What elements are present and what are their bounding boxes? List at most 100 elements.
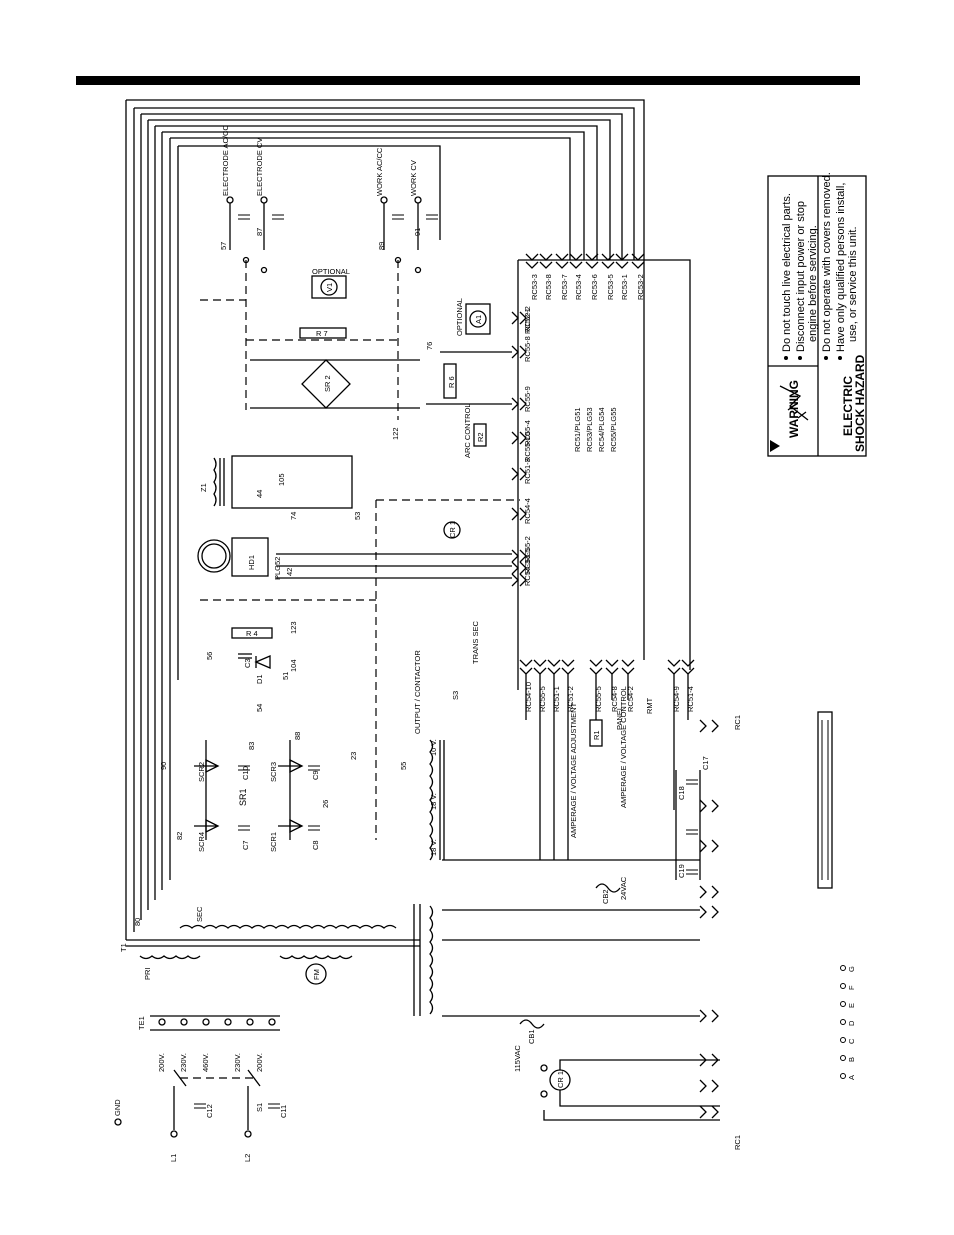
wire-number: 53 xyxy=(353,512,362,520)
bullet-dot-icon xyxy=(798,356,802,360)
output-terminals xyxy=(226,196,438,250)
wire-number: 83 xyxy=(247,742,256,750)
connector-label: RC54-8 xyxy=(610,686,619,712)
arc-control-label: ARC CONTROL xyxy=(463,403,472,458)
input-line xyxy=(114,1069,280,1138)
wire-number: 55 xyxy=(399,762,408,770)
connector-label: RC52-1 xyxy=(523,308,532,334)
connector-labels-mid: RC52-1RC52-2RC55-8RC55-9RC55-4RC55-10RC5… xyxy=(523,306,532,586)
v1-label: V1 xyxy=(325,283,334,292)
bullet-dot-icon xyxy=(838,356,842,360)
t1-label: T1 xyxy=(119,943,128,952)
plg52-label: PLG52 xyxy=(273,557,282,580)
r6-resistor xyxy=(443,363,457,399)
panel-label: PANEL xyxy=(615,706,624,730)
tap-label: 460V. xyxy=(201,1053,210,1072)
bullet-dot-icon xyxy=(824,356,828,360)
wire-number: 87 xyxy=(255,228,264,236)
plug-label: RC54/PLG54 xyxy=(597,407,606,452)
remote-terminal-circles xyxy=(840,965,846,1079)
control-transformer xyxy=(413,739,445,1016)
sr1-scr-bridge xyxy=(194,740,320,840)
cr1-relay xyxy=(540,1059,720,1121)
connector-label: RC55-8 xyxy=(523,336,532,362)
warning-triangle-icon xyxy=(770,440,780,452)
d1-label: D1 xyxy=(255,674,264,684)
connector-label: RC55-5 xyxy=(538,686,547,712)
r1-label: R1 xyxy=(592,730,601,740)
connector-label: RC53-8 xyxy=(544,274,553,300)
terminal-letter: D xyxy=(847,1020,856,1026)
wire-number: 76 xyxy=(425,342,434,350)
c3-label: C3 xyxy=(243,658,252,668)
connector-label: RC53-3 xyxy=(530,274,539,300)
c10-label: C10 xyxy=(241,766,250,780)
connector-label: RC53-7 xyxy=(560,274,569,300)
wire-number: 42 xyxy=(285,568,294,576)
te1-label: TE1 xyxy=(137,1016,146,1030)
plug-label: RC55/PLG55 xyxy=(609,407,618,452)
mid-connectors xyxy=(276,311,527,587)
cr1-label: CR 1 xyxy=(556,1071,565,1088)
bullet-dot-icon xyxy=(784,356,788,360)
wire-number: 54 xyxy=(255,704,264,712)
hazard-line2: SHOCK HAZARD xyxy=(853,354,867,452)
te1-terminal-block xyxy=(150,1015,280,1031)
s1-label: S1 xyxy=(255,1103,264,1112)
wire-number-labels: 4274105104123761224453565157878991908280… xyxy=(133,228,434,926)
scr3-label: SCR3 xyxy=(269,762,278,782)
v18b-label: 18 V. xyxy=(429,839,438,856)
r6-label: R 6 xyxy=(447,376,456,388)
electrode-accc-label: ELECTRODE AC/CC xyxy=(221,125,230,196)
warning-bullet-text: Have only qualified persons install, xyxy=(835,183,847,352)
shock-hazard-icon xyxy=(779,385,809,421)
warning-bullet-text: Do not operate with covers removed. xyxy=(821,172,833,352)
a1-label: A1 xyxy=(474,315,483,324)
connector-label: RC55-10 xyxy=(523,432,532,462)
d1-diode xyxy=(254,655,271,669)
warning-title: WARNING xyxy=(787,380,801,438)
c12-label: C12 xyxy=(205,1104,214,1118)
wire-number: 91 xyxy=(413,228,422,236)
bottom-connectors xyxy=(442,719,719,1119)
c19-label: C19 xyxy=(677,864,686,878)
connector-label: RC51-5 xyxy=(523,548,532,574)
warning-bullet-text: Do not touch live electrical parts. xyxy=(781,193,793,352)
low-connectors xyxy=(519,659,695,860)
wire-number: 57 xyxy=(219,242,228,250)
tap-label: 230V. xyxy=(179,1053,188,1072)
wire-number: 104 xyxy=(289,659,298,672)
v115-label: 115VAC xyxy=(513,1045,522,1072)
tap-label: 200V. xyxy=(255,1053,264,1072)
connector-label: RC55-9 xyxy=(523,386,532,412)
connector-label: RC54-4 xyxy=(523,498,532,524)
scr4-label: SCR4 xyxy=(197,832,206,852)
plug-label: RC51/PLG51 xyxy=(573,407,582,452)
tap-label: 230V. xyxy=(233,1053,242,1072)
sr2-bridge xyxy=(250,359,420,409)
wire-number: 51 xyxy=(281,672,290,680)
l2-label: L2 xyxy=(243,1154,252,1162)
terminal-letter: E xyxy=(847,1003,856,1008)
r4-label: R 4 xyxy=(246,629,258,638)
wire-number: 26 xyxy=(321,800,330,808)
scr2-label: SCR2 xyxy=(197,762,206,782)
cb1-label: CB1 xyxy=(527,1029,536,1044)
v24-label: 24VAC xyxy=(619,876,628,900)
connector-label: RC53-1 xyxy=(620,274,629,300)
terminal-letter: F xyxy=(847,985,856,990)
cb2-label: CB2 xyxy=(601,889,610,904)
r4-resistor xyxy=(231,627,273,639)
connector-label: RC54-9 xyxy=(672,686,681,712)
terminal-letter: G xyxy=(847,966,856,972)
cr1-label-mid: CR 1 xyxy=(448,521,457,538)
v1-meter xyxy=(311,275,347,299)
wire-number: 122 xyxy=(391,427,400,440)
connector-label: RC55-5 xyxy=(594,686,603,712)
warning-box xyxy=(767,175,867,457)
hd1-sensor xyxy=(197,537,269,577)
